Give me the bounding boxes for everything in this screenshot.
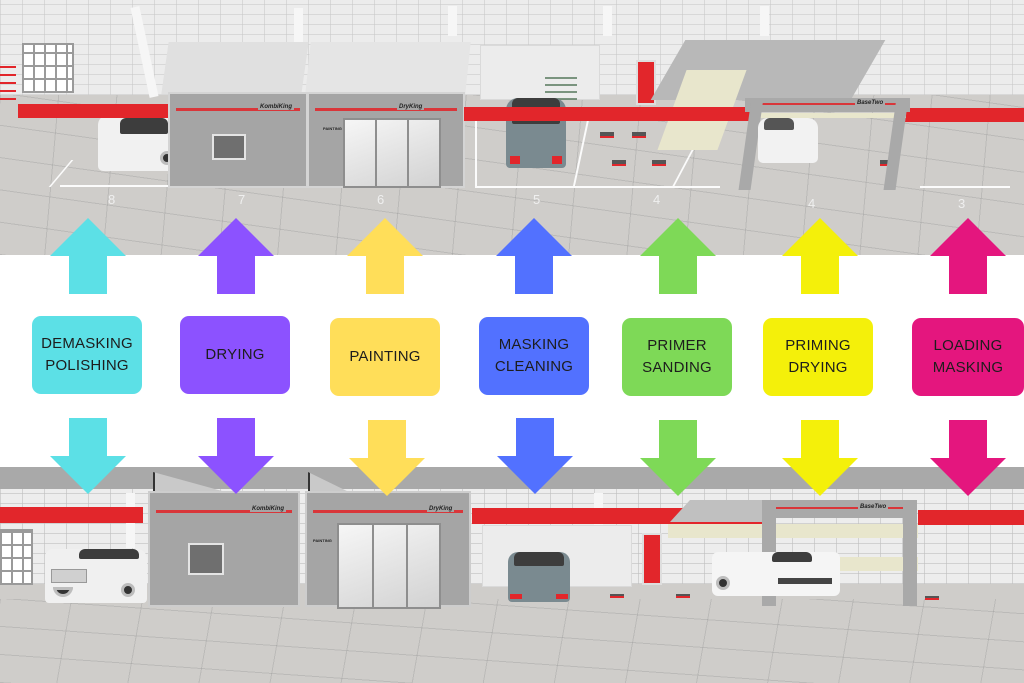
stage-label: LOADING MASKING — [932, 337, 1004, 376]
stage-label: DEMASKING POLISHING — [41, 335, 133, 374]
pillar — [603, 6, 612, 36]
arrow-down-icon — [497, 418, 573, 494]
bay-line — [475, 186, 720, 188]
booth-window — [188, 543, 224, 575]
red-rack — [0, 60, 16, 100]
red-barrier — [918, 510, 1024, 525]
floor — [0, 599, 1024, 683]
lift-pad — [600, 132, 614, 138]
white-car — [758, 118, 818, 163]
arrow-up-icon — [50, 218, 126, 294]
prep-station-frame: BaseTwo — [745, 98, 910, 112]
paint-rack — [545, 72, 577, 100]
arrow-up-icon — [496, 218, 572, 294]
prep-station-post — [903, 500, 917, 606]
booth-roof — [305, 42, 471, 94]
bay-number: 7 — [238, 192, 246, 207]
red-barrier — [18, 104, 168, 118]
top-shop-view: KombiKing DryKing PAINTING BaseTwo — [0, 0, 1024, 255]
lift-pad — [925, 596, 939, 600]
lift-pad — [632, 132, 646, 138]
lift-pad — [610, 594, 624, 598]
arrow-up-icon — [198, 218, 274, 294]
stage-demasking-polishing: DEMASKING POLISHING — [32, 316, 142, 394]
red-barrier — [464, 107, 752, 121]
bay-number: 6 — [377, 192, 385, 207]
lift-pad — [676, 594, 690, 598]
stage-painting: PAINTING — [330, 318, 440, 396]
garage-door — [0, 529, 33, 585]
stage-priming-drying: PRIMING DRYING — [763, 318, 873, 396]
pillar — [448, 6, 457, 36]
glass-door[interactable] — [337, 523, 441, 609]
red-barrier — [0, 507, 143, 523]
booth-stripe — [313, 510, 463, 513]
door-sign: PAINTING — [313, 538, 332, 543]
arrow-down-icon — [640, 420, 716, 496]
booth-stripe — [176, 108, 300, 111]
booth-roof — [161, 42, 309, 94]
dryking-booth: DryKing PAINTING — [307, 92, 465, 188]
prep-station-frame: BaseTwo — [762, 500, 917, 518]
bay-number: 4 — [653, 192, 661, 207]
booth-brand: DryKing — [427, 506, 455, 512]
kombiking-booth: KombiKing — [168, 92, 308, 188]
bay-line — [920, 186, 1010, 188]
pillar — [760, 6, 769, 36]
booth-stripe — [315, 108, 457, 111]
mixing-cabinet — [636, 60, 656, 105]
stage-loading-masking: LOADING MASKING — [912, 318, 1024, 396]
station-brand: BaseTwo — [858, 504, 889, 510]
arrow-down-icon — [930, 420, 1006, 496]
white-pickup — [712, 552, 840, 596]
dryking-booth: DryKing PAINTING — [305, 491, 471, 609]
glass-door[interactable] — [343, 118, 441, 188]
bay-number: 3 — [958, 196, 966, 211]
booth-window — [212, 134, 246, 160]
white-suv — [45, 549, 147, 603]
stage-drying: DRYING — [180, 316, 290, 394]
arrow-down-icon — [50, 418, 126, 494]
prep-wall — [480, 45, 600, 100]
booth-brand: KombiKing — [250, 506, 286, 512]
pillar — [130, 6, 159, 98]
stage-primer-sanding: PRIMER SANDING — [622, 318, 732, 396]
bay-line — [475, 118, 477, 188]
booth-brand: KombiKing — [258, 104, 294, 110]
bay-number: 4 — [808, 196, 816, 211]
stage-label: DRYING — [205, 346, 265, 363]
prep-station-roof — [670, 500, 770, 522]
stage-masking-cleaning: MASKING CLEANING — [479, 317, 589, 395]
booth-stripe — [156, 510, 292, 513]
mixing-cabinet — [642, 533, 662, 585]
arrow-up-icon — [640, 218, 716, 294]
kombiking-booth: KombiKing — [148, 491, 300, 607]
stage-label: MASKING CLEANING — [494, 336, 574, 375]
arrow-down-icon — [349, 420, 425, 496]
station-brand: BaseTwo — [855, 100, 886, 106]
lift-pad — [652, 160, 666, 166]
pillar — [294, 8, 303, 48]
gray-suv — [508, 552, 570, 602]
bottom-shop-view: KombiKing DryKing PAINTING BaseTwo — [0, 467, 1024, 683]
curtain — [758, 113, 906, 118]
arrow-down-icon — [782, 420, 858, 496]
red-barrier — [905, 108, 1024, 122]
arrow-up-icon — [347, 218, 423, 294]
stage-label: PRIMING DRYING — [785, 337, 851, 376]
curtain — [668, 524, 918, 538]
lift-pad — [612, 160, 626, 166]
bay-line — [60, 185, 185, 187]
booth-brand: DryKing — [397, 104, 425, 110]
arrow-up-icon — [930, 218, 1006, 294]
arrow-up-icon — [782, 218, 858, 294]
bay-number: 5 — [533, 192, 541, 207]
arrow-down-icon — [198, 418, 274, 494]
stage-label: PAINTING — [349, 348, 421, 365]
stage-label: PRIMER SANDING — [642, 337, 712, 376]
garage-door — [22, 43, 74, 93]
bay-number: 8 — [108, 192, 116, 207]
door-sign: PAINTING — [323, 126, 342, 131]
